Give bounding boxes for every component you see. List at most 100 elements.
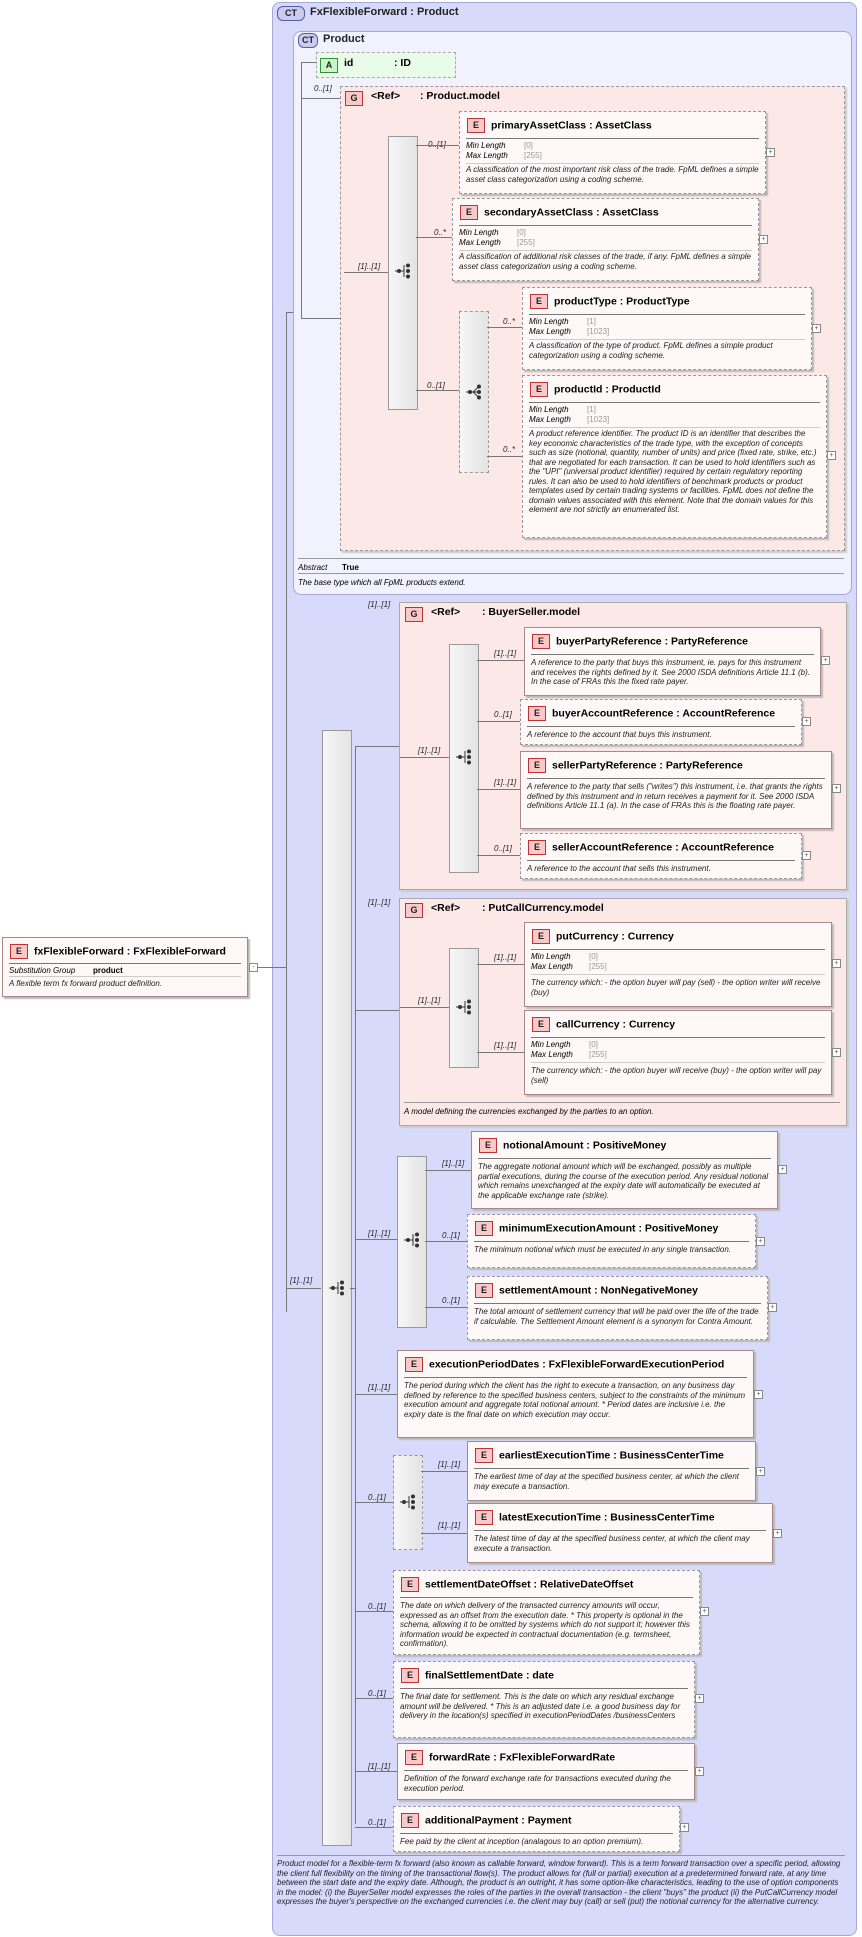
expand-icon[interactable]: +	[756, 1237, 765, 1246]
sequence-compositor[interactable]	[449, 644, 479, 873]
element-name: settlementAmount	[499, 1284, 592, 1297]
sequence-compositor[interactable]	[388, 136, 418, 410]
substitution-label: Substitution Group	[9, 966, 76, 975]
expand-icon[interactable]: +	[754, 1390, 763, 1399]
group-description: A model defining the currencies exchange…	[404, 1107, 654, 1116]
element-name: latestExecutionTime	[499, 1511, 601, 1524]
group-title: : Product.model	[420, 90, 500, 102]
element-description: The minimum notional which must be execu…	[474, 1245, 732, 1254]
element-name: executionPeriodDates	[429, 1358, 540, 1371]
element-description: A flexible term fx forward product defin…	[9, 979, 163, 988]
element-description: A classification of the type of product.…	[529, 341, 773, 360]
expand-icon[interactable]: +	[827, 451, 836, 460]
cardinality: 0..[1]	[368, 1818, 386, 1827]
facet-value: [1]	[587, 405, 596, 414]
element-type: : BusinessCenterTime	[613, 1449, 724, 1462]
expand-icon[interactable]: +	[832, 959, 841, 968]
expand-icon[interactable]: +	[695, 1694, 704, 1703]
element-type: : PositiveMoney	[586, 1139, 667, 1152]
cardinality: 0..[1]	[494, 710, 512, 719]
expand-icon[interactable]: +	[700, 1607, 709, 1616]
attribute-badge: A	[320, 58, 338, 73]
element-type: : Currency	[621, 930, 674, 943]
element-description: The earliest time of day at the specifie…	[474, 1472, 740, 1491]
expand-icon[interactable]: +	[832, 784, 841, 793]
element-name: callCurrency	[556, 1018, 620, 1031]
element-type: : PositiveMoney	[638, 1222, 719, 1235]
group-title: : PutCallCurrency.model	[482, 902, 604, 914]
element-type: : AssetClass	[589, 119, 652, 132]
expand-icon[interactable]: +	[759, 235, 768, 244]
expand-icon[interactable]: +	[773, 1529, 782, 1538]
cardinality: [1]..[1]	[368, 1762, 391, 1771]
element-badge: E	[528, 840, 546, 855]
cardinality: [1]..[1]	[368, 1383, 391, 1392]
element-badge: E	[530, 382, 548, 397]
expand-icon[interactable]: +	[802, 717, 811, 726]
sequence-compositor[interactable]	[397, 1156, 427, 1328]
expand-icon[interactable]: +	[778, 1165, 787, 1174]
expand-icon[interactable]: +	[832, 1048, 841, 1057]
expand-icon[interactable]: +	[768, 1303, 777, 1312]
cardinality: [1]..[1]	[290, 1276, 313, 1285]
sequence-icon	[329, 1280, 344, 1296]
cardinality: [1]..[1]	[494, 778, 517, 787]
attribute-type: : ID	[394, 57, 411, 69]
group-ref: <Ref>	[431, 902, 461, 914]
element-name: forwardRate	[429, 1751, 491, 1764]
sequence-compositor[interactable]	[449, 948, 479, 1068]
facet-value: [0]	[517, 228, 526, 237]
element-type: : AccountReference	[676, 707, 776, 720]
cardinality: 0..*	[434, 228, 447, 237]
expand-icon[interactable]: +	[821, 656, 830, 665]
sequence-icon	[456, 999, 471, 1015]
collapse-icon[interactable]: -	[249, 963, 258, 972]
expand-icon[interactable]: +	[766, 148, 775, 157]
element-name: finalSettlementDate	[425, 1669, 524, 1682]
element-name: putCurrency	[556, 930, 619, 943]
abstract-label: Abstract	[298, 563, 328, 572]
expand-icon[interactable]: +	[802, 851, 811, 860]
expand-icon[interactable]: +	[695, 1767, 704, 1776]
sequence-icon	[395, 263, 410, 279]
cardinality: [1]..[1]	[418, 996, 441, 1005]
sequence-icon	[456, 749, 471, 765]
attribute-id[interactable]	[316, 52, 456, 78]
main-sequence-compositor[interactable]	[322, 730, 352, 1846]
expand-icon[interactable]: +	[680, 1823, 689, 1832]
cardinality: [1]..[1]	[368, 1229, 391, 1238]
expand-icon[interactable]: +	[812, 324, 821, 333]
element-description: The currency which: - the option buyer w…	[531, 1066, 822, 1085]
element-description: The total amount of settlement currency …	[474, 1307, 759, 1326]
cardinality: [1]..[1]	[438, 1460, 461, 1469]
cardinality: 0..[1]	[368, 1493, 386, 1502]
choice-compositor[interactable]	[459, 311, 489, 473]
facet-label: Max Length	[529, 327, 571, 336]
sequence-compositor[interactable]	[393, 1455, 423, 1550]
expand-icon[interactable]: +	[756, 1467, 765, 1476]
element-badge: E	[401, 1668, 419, 1683]
cardinality: [1]..[1]	[494, 953, 517, 962]
element-type: : RelativeDateOffset	[533, 1578, 634, 1591]
